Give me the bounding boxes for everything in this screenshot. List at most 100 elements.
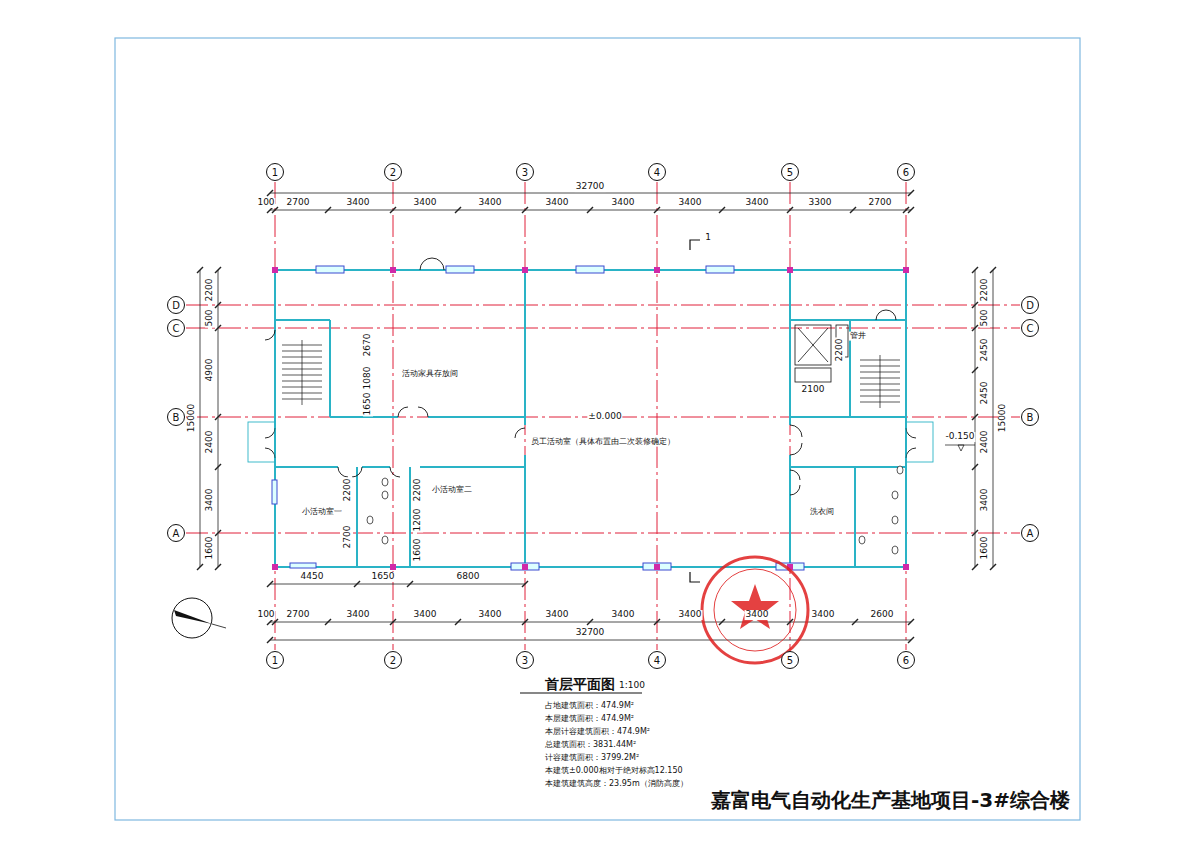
area-note: 本建筑建筑高度：23.95m（消防高度） [545, 780, 688, 789]
walls [275, 270, 906, 567]
dimension: 2700 [343, 525, 353, 550]
axis-bubble: B [167, 408, 185, 426]
axis-bubble: 5 [781, 651, 799, 669]
dimension: 32700 [575, 628, 606, 638]
axis-bubble: 6 [897, 163, 915, 181]
dimension: 3400 [346, 610, 371, 620]
dimension: 2450 [980, 381, 990, 406]
dimension: 1650 [363, 392, 373, 417]
dimension: 500 [205, 308, 215, 327]
room-label: 活动家具存放间 [401, 370, 459, 379]
dimension: 1600 [205, 536, 215, 561]
dimension: 2450 [980, 338, 990, 363]
dimension: 4450 [300, 572, 325, 582]
axis-bubble: D [1021, 296, 1039, 314]
axis-bubble: 3 [516, 163, 534, 181]
dimension: 2400 [205, 430, 215, 455]
dimension: 3400 [678, 610, 703, 620]
axis-bubble: 2 [384, 163, 402, 181]
dimension: 32700 [575, 182, 606, 192]
columns [272, 267, 909, 570]
axis-bubble: 4 [648, 651, 666, 669]
dimension: 3400 [346, 198, 371, 208]
dimension: 3400 [678, 198, 703, 208]
section-mark [690, 240, 700, 582]
area-note: 本建筑±0.000相对于绝对标高12.150 [545, 767, 683, 776]
dimension: 3400 [611, 610, 636, 620]
axis-bubble: D [167, 296, 185, 314]
room-label: 管井 [849, 332, 867, 341]
axis-bubble: B [1021, 408, 1039, 426]
dimension: 3400 [980, 488, 990, 513]
dimension: 3400 [478, 198, 503, 208]
room-label: 小活动室一 [301, 508, 343, 517]
area-note: 占地建筑面积：474.9M² [545, 702, 634, 711]
dimension: 100 [256, 198, 275, 208]
axis-bubble: C [1021, 319, 1039, 337]
dimension: 2200 [835, 338, 845, 363]
fixtures [367, 466, 903, 554]
official-seal [702, 557, 808, 663]
dimension: 3400 [611, 198, 636, 208]
dimension-lines [197, 190, 996, 643]
windows [272, 266, 804, 570]
area-note: 总建筑面积：3831.44M² [545, 741, 636, 750]
frame [115, 38, 1080, 820]
dimension: 2200 [343, 478, 353, 503]
dimension: 4900 [205, 358, 215, 383]
dimension: 1650 [371, 572, 396, 582]
dimension: 15000 [998, 403, 1008, 434]
dimension: 6800 [456, 572, 481, 582]
dimension: 3400 [413, 610, 438, 620]
dimension: 2200 [413, 478, 423, 503]
dimension: 2700 [286, 198, 311, 208]
grid-lines [186, 182, 1020, 650]
dimension: 15000 [187, 403, 197, 434]
dimension: 3400 [811, 610, 836, 620]
axis-bubble: 6 [897, 651, 915, 669]
axis-bubble: 2 [384, 651, 402, 669]
axis-bubble: A [1021, 524, 1039, 542]
axis-bubble: C [167, 319, 185, 337]
room-label: 小活动室二 [431, 486, 473, 495]
dimension: 3400 [745, 198, 770, 208]
dimension: 1080 [363, 366, 373, 391]
dimension: 2700 [868, 198, 893, 208]
axis-bubble: 1 [266, 163, 284, 181]
dimension: 1600 [413, 538, 423, 563]
dimension: 3300 [808, 198, 833, 208]
area-note: 本层建筑面积：474.9M² [545, 715, 634, 724]
dimension: 3400 [745, 610, 770, 620]
dimension: 2100 [801, 385, 826, 395]
axis-bubble: 3 [516, 651, 534, 669]
north-arrow [172, 598, 226, 638]
axis-bubble: A [167, 524, 185, 542]
dimension: 3400 [205, 488, 215, 513]
axis-bubble: 4 [648, 163, 666, 181]
dimension: 3400 [545, 610, 570, 620]
drawing-title: 嘉富电气自动化生产基地项目-3#综合楼 [711, 789, 1070, 811]
area-note: 计容建筑面积：3799.2M² [545, 754, 639, 763]
area-note: 本层计容建筑面积：474.9M² [545, 728, 650, 737]
scale: 1:100 [618, 681, 646, 691]
dimension: 2600 [870, 610, 895, 620]
dimension: 2200 [980, 278, 990, 303]
dimension: 3400 [478, 610, 503, 620]
dimension: 3400 [413, 198, 438, 208]
level-mark: ±0.000 [587, 412, 622, 422]
dimension: 1200 [413, 508, 423, 533]
dimension: 3400 [545, 198, 570, 208]
dimension: 500 [980, 308, 990, 327]
room-label: 洗衣间 [809, 508, 835, 517]
dimension: 2670 [363, 333, 373, 358]
dimension: 2400 [980, 430, 990, 455]
room-label: 员工活动室（具体布置由二次装修确定） [530, 438, 676, 447]
axis-bubble: 1 [266, 651, 284, 669]
level-mark: -0.150 [944, 432, 975, 442]
dimension: 100 [256, 610, 275, 620]
dimension: 2200 [205, 278, 215, 303]
dimension: 1600 [980, 536, 990, 561]
axis-bubble: 5 [781, 163, 799, 181]
dimension: 2700 [286, 610, 311, 620]
drawing-caption: 首层平面图 [545, 677, 615, 692]
